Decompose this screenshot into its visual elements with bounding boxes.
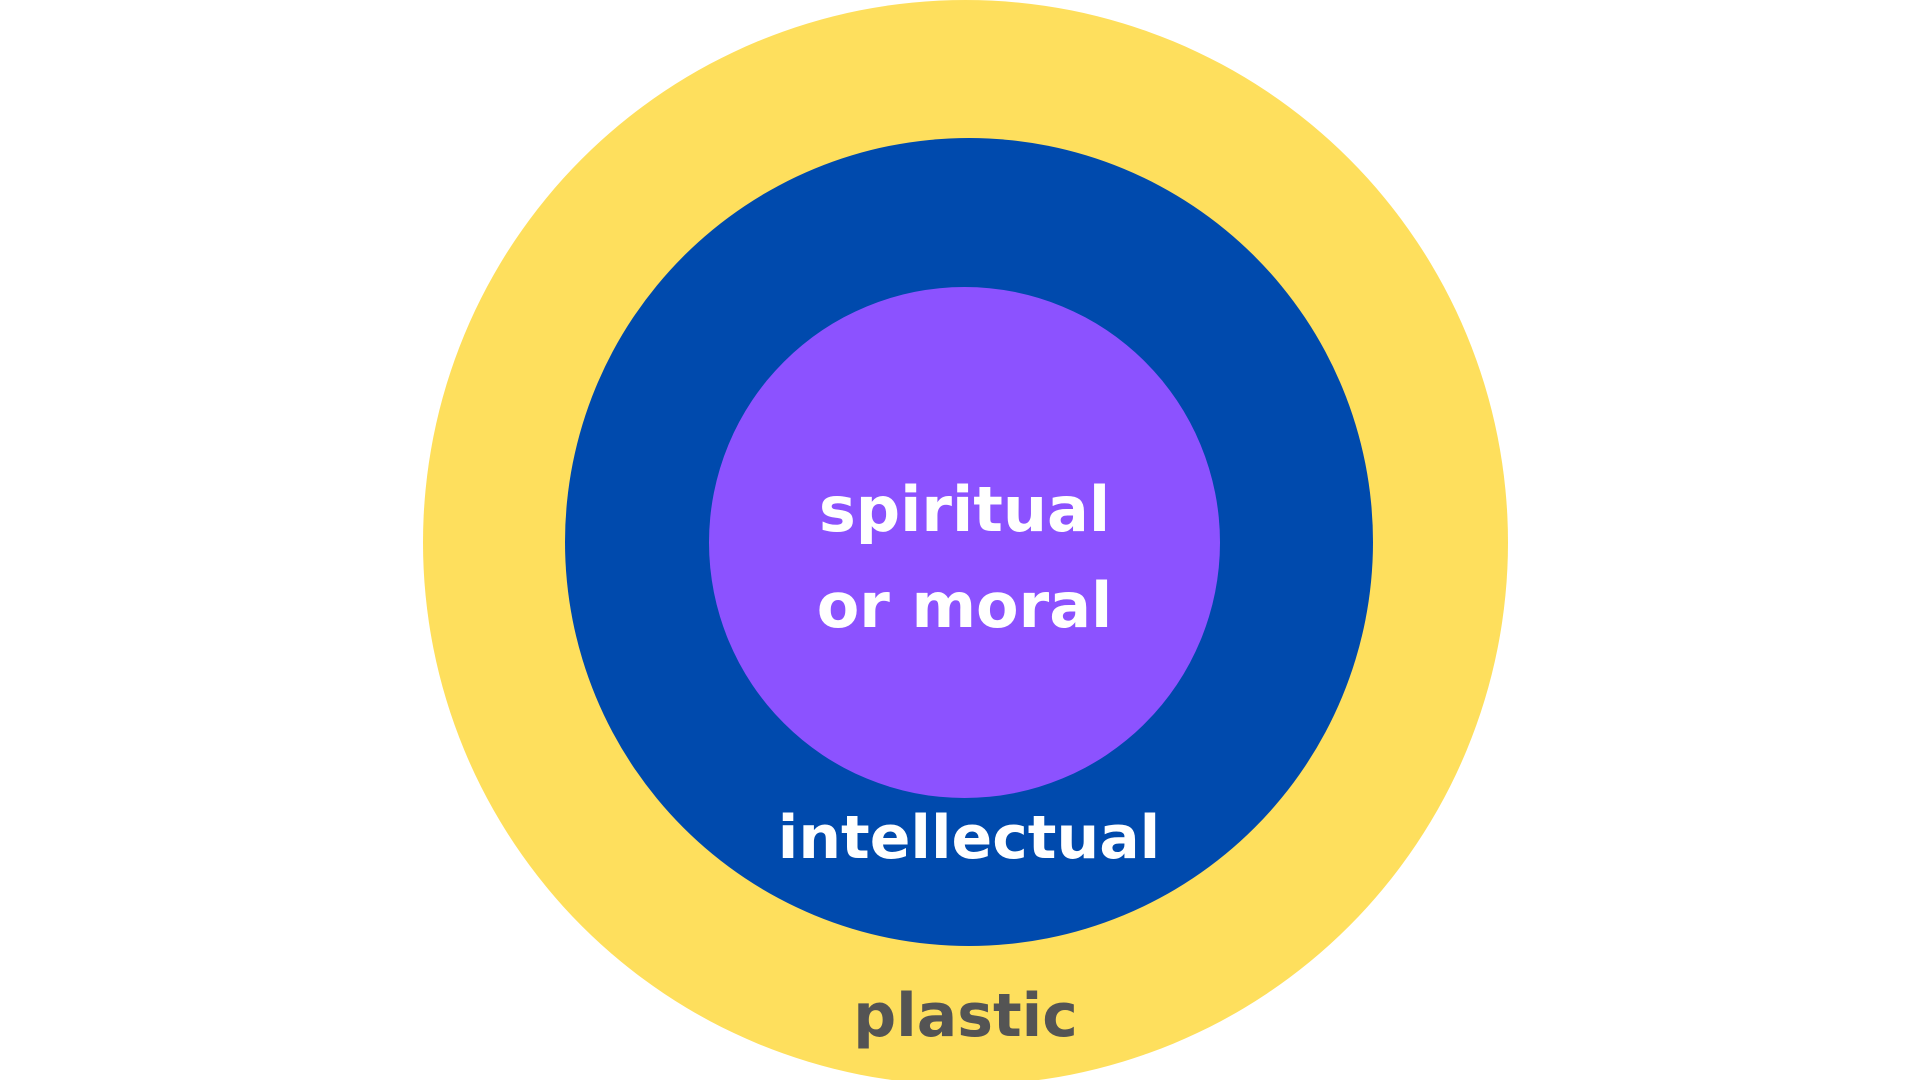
inner-circle-label: spiritual or moral bbox=[709, 462, 1220, 654]
inner-circle-label-line-2: or moral bbox=[816, 569, 1113, 642]
outer-ring-label: plastic bbox=[853, 981, 1078, 1051]
middle-ring-label: intellectual bbox=[777, 803, 1161, 873]
inner-circle bbox=[709, 287, 1220, 798]
inner-circle-label-line-1: spiritual bbox=[818, 473, 1111, 546]
